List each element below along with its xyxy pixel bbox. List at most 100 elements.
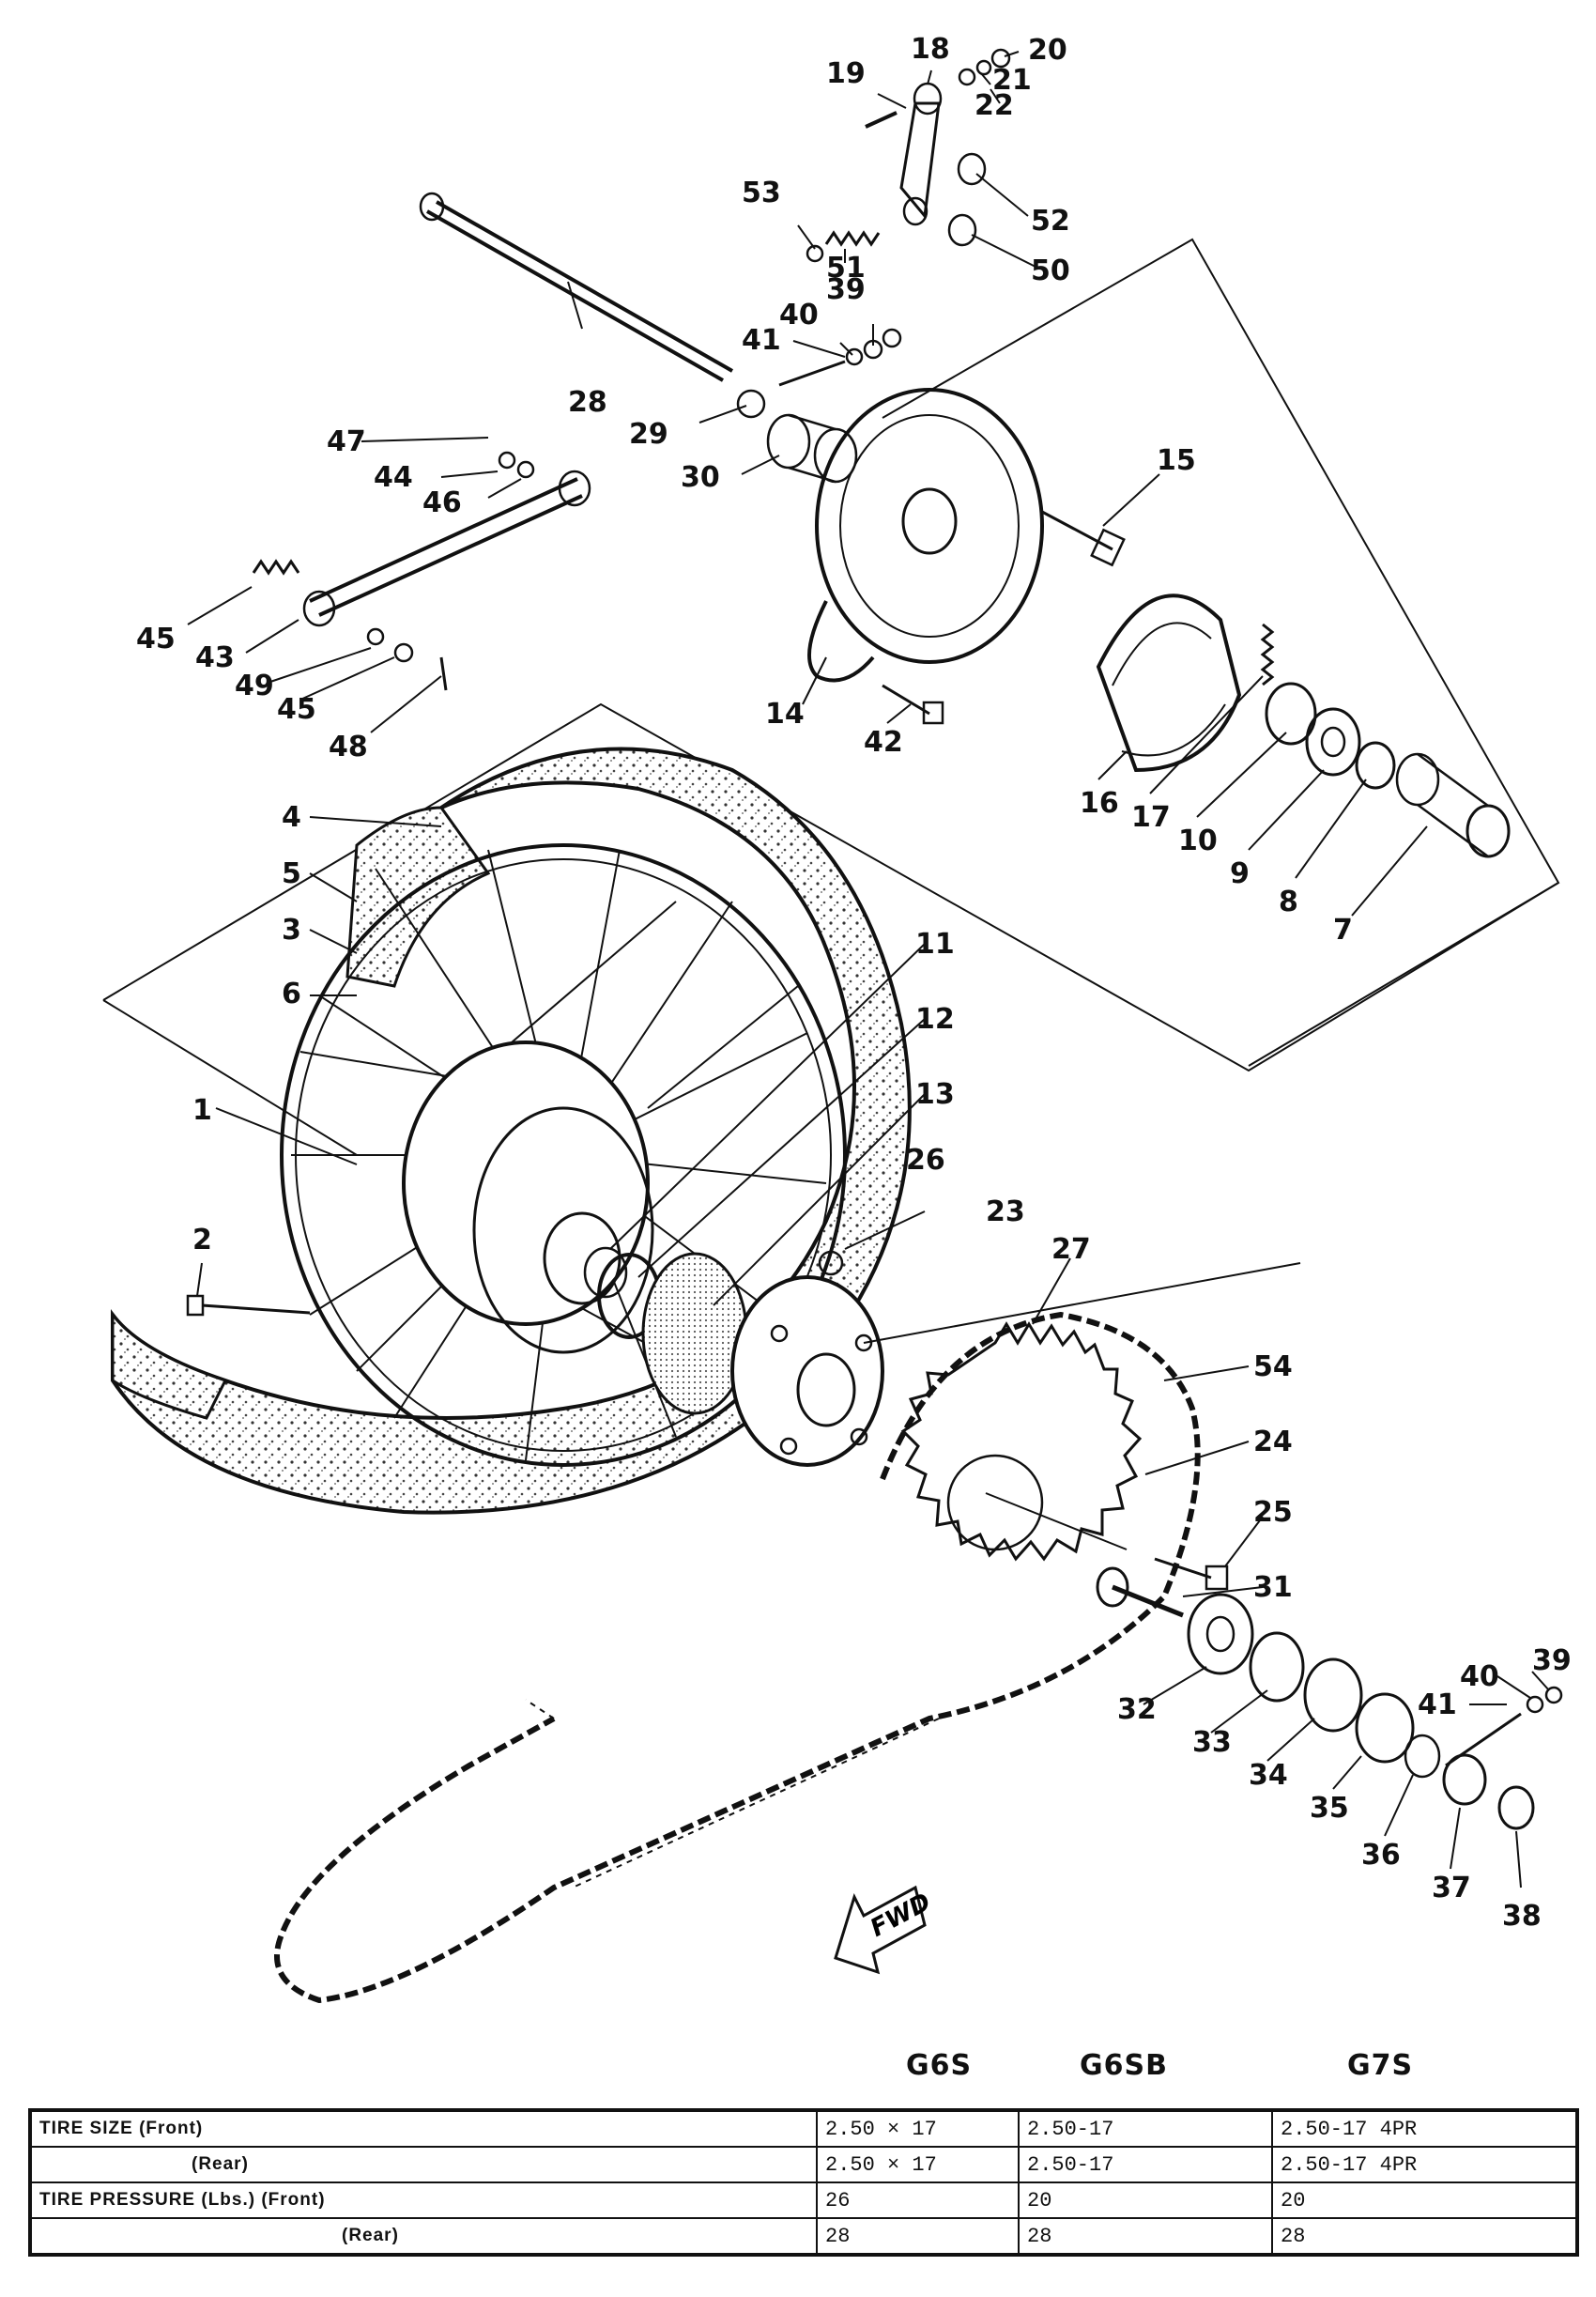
row-label: TIRE PRESSURE (Lbs.) (Front) [29,2181,818,2219]
callout-18: 18 [911,33,950,66]
callout-14: 14 [765,698,805,731]
guide-box-middle [102,702,1559,1072]
callout-45-lower: 45 [277,693,316,726]
callout-46: 46 [422,486,462,519]
row-label: (Rear) [29,2217,818,2256]
callout-41-upper: 41 [742,324,781,357]
callout-19: 19 [826,57,866,90]
torque-rod [252,451,591,691]
callout-48: 49 [235,670,274,702]
callout-6: 6 [282,978,301,1010]
cell-g7s: 20 [1271,2181,1578,2219]
callout-2: 2 [192,1224,212,1256]
callout-52: 52 [1031,205,1070,238]
callout-28: 28 [568,386,607,419]
cell-g6sb: 20 [1018,2181,1273,2219]
cell-g6s: 26 [816,2181,1020,2219]
brake-arm [865,48,1011,226]
callout-37: 37 [1432,1872,1471,1904]
callout-43: 42 [864,726,903,759]
callout-25: 25 [1253,1496,1293,1529]
callout-36: 36 [1361,1839,1401,1872]
cell-g6sb: 28 [1018,2217,1273,2256]
callout-4: 4 [282,801,301,834]
callout-50: 50 [1031,254,1070,287]
cell-g6s: 28 [816,2217,1020,2256]
callout-21: 21 [992,64,1032,97]
callout-7: 7 [1333,914,1353,947]
callout-29: 29 [629,418,668,451]
callout-27: 27 [1051,1233,1091,1266]
callout-13: 13 [915,1078,955,1111]
callout-15: 15 [1157,444,1196,477]
callout-16: 16 [1080,787,1119,820]
callout-10: 10 [1178,825,1218,857]
callout-35: 35 [1310,1792,1349,1825]
rear-hub [402,1041,654,1354]
callout-32: 32 [1117,1693,1157,1726]
callout-3: 3 [282,914,301,947]
rear-sprocket [900,1321,1143,1562]
table-row: TIRE PRESSURE (Lbs.) (Front) 26 20 20 [29,2181,1578,2219]
drive-chain [274,1311,1201,2004]
tire-spec-table: TIRE SIZE (Front) 2.50 × 17 2.50-17 2.50… [28,2108,1579,2257]
callout-45-upper: 44 [374,461,413,494]
callout-30: 30 [681,461,720,494]
cell-g6s: 2.50 × 17 [816,2109,1020,2148]
cell-g6sb: 2.50-17 [1018,2146,1273,2183]
callout-39-lower: 39 [1532,1644,1572,1677]
axle [419,192,733,382]
cell-g7s: 28 [1271,2217,1578,2256]
table-row: TIRE SIZE (Front) 2.50 × 17 2.50-17 2.50… [29,2109,1578,2148]
callout-33: 33 [1192,1726,1232,1759]
callout-24: 24 [1253,1426,1293,1458]
model-heading-g6sb: G6SB [1080,2049,1168,2082]
callout-12: 12 [915,1003,955,1036]
brake-cam [1041,510,1126,567]
callout-40-lower: 40 [1460,1660,1499,1693]
callout-42: 43 [195,641,235,674]
callout-17: 17 [1131,801,1171,834]
rim [280,843,847,1467]
bearing-set [1265,682,1511,858]
callout-54: 54 [1253,1350,1293,1383]
callout-44: 45 [136,623,176,655]
callout-11: 11 [915,928,955,961]
rear-wheel-exploded-diagram: FWD 20 21 22 18 19 53 51 52 50 39 40 41 … [102,33,1572,2004]
cell-g6sb: 2.50-17 [1018,2109,1273,2148]
callout-34: 34 [1249,1759,1288,1792]
sprocket-hub [730,1275,884,1467]
model-heading-g6s: G6S [906,2049,973,2082]
forward-arrow-icon [834,1885,927,1975]
callout-9: 9 [1230,857,1250,890]
cell-g6s: 2.50 × 17 [816,2146,1020,2183]
table-row: (Rear) 28 28 28 [29,2217,1578,2256]
cell-g7s: 2.50-17 4PR [1271,2146,1578,2183]
callout-20: 20 [1028,34,1067,67]
callout-26: 26 [906,1144,945,1177]
row-label: (Rear) [29,2146,818,2183]
callout-23: 23 [986,1195,1025,1228]
callout-1: 1 [192,1094,212,1127]
callout-5: 5 [282,857,301,890]
guide-box-upper [882,238,1560,1067]
callout-8: 8 [1279,886,1298,918]
callout-51: 51 [826,252,866,285]
callout-41-lower: 41 [1418,1688,1457,1721]
callout-38: 38 [1502,1900,1542,1933]
model-heading-g7s: G7S [1347,2049,1414,2082]
callout-49: 48 [329,731,368,763]
axle-side-parts [1096,1566,1563,1830]
callout-31: 31 [1253,1571,1293,1604]
callout-22: 22 [974,89,1014,122]
callout-53: 53 [742,177,781,209]
callout-40-upper: 40 [779,299,819,331]
brake-shoes [1096,594,1242,773]
hub-damper [641,1252,748,1415]
brake-plate [807,388,1044,683]
arm-spring [824,230,881,247]
spacer-collar [766,413,858,484]
callout-47: 47 [327,425,366,458]
callout-39-upper: 39 [826,273,866,306]
row-label: TIRE SIZE (Front) [29,2109,818,2148]
